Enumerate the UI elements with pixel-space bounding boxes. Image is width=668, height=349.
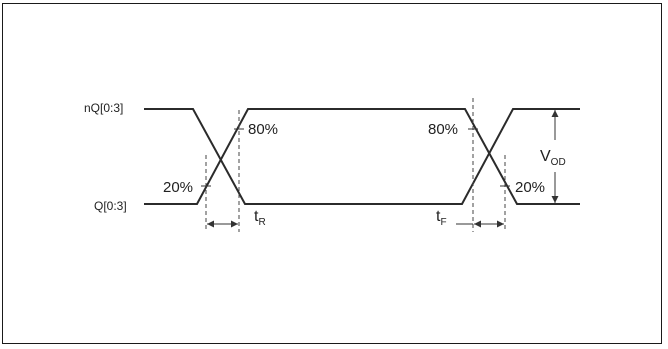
vod-label: VOD xyxy=(540,148,566,168)
fall-time-label: tF xyxy=(436,208,447,228)
label-20-rise: 20% xyxy=(163,179,193,196)
waveform-q xyxy=(144,108,580,205)
waveform-nq xyxy=(144,108,580,205)
rise-time-label: tR xyxy=(254,208,266,228)
label-20-fall: 20% xyxy=(515,179,545,196)
diagram-frame xyxy=(2,3,662,344)
label-80-fall: 80% xyxy=(428,121,458,138)
label-80-rise: 80% xyxy=(248,121,278,138)
signal-label-nq: nQ[0:3] xyxy=(84,101,123,115)
signal-label-q: Q[0:3] xyxy=(94,199,127,213)
